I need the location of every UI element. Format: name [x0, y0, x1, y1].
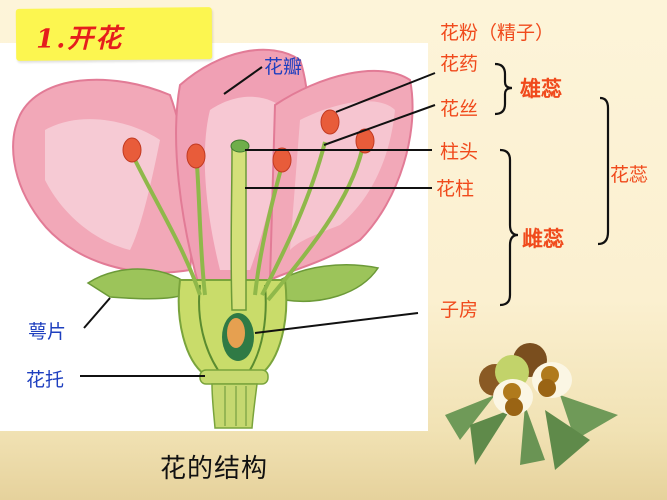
- label-style: 花柱: [436, 178, 475, 200]
- label-ovary: 子房: [440, 299, 479, 321]
- braces: [494, 62, 610, 307]
- stamens: [133, 141, 364, 302]
- receptacle-body: [177, 279, 288, 429]
- diagram-caption: 花的结构: [160, 454, 269, 484]
- label-stamen: 雄蕊: [520, 77, 562, 101]
- label-pollen: 花粉（精子）: [440, 22, 555, 44]
- label-filament: 花丝: [440, 98, 479, 120]
- pistil: [230, 139, 250, 311]
- label-sepal: 萼片: [28, 321, 67, 343]
- label-petal: 花瓣: [264, 56, 303, 78]
- label-stamen-and-pistil: 花蕊: [610, 164, 649, 186]
- chestnut-decoration: [445, 343, 618, 470]
- label-receptacle: 花托: [26, 369, 65, 391]
- leader-lines: [80, 66, 436, 377]
- label-pistil: 雌蕊: [522, 227, 564, 251]
- petals: [12, 48, 414, 291]
- anthers: [122, 109, 375, 173]
- label-stigma: 柱头: [440, 141, 479, 163]
- label-anther: 花药: [440, 53, 479, 75]
